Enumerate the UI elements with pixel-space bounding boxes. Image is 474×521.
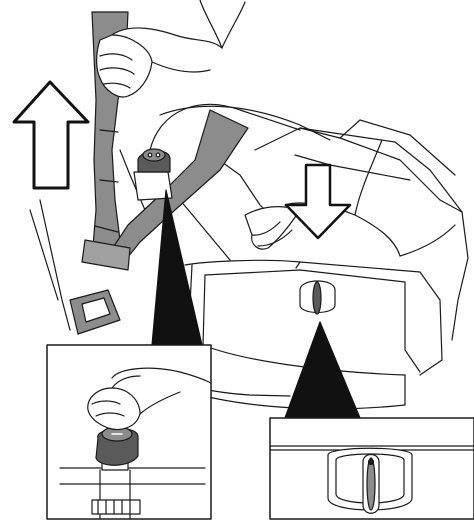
latch-detail-inset [270,418,474,519]
lid-latch [300,281,335,314]
strap-clip [70,290,120,334]
up-arrow-icon [14,82,88,188]
buckle-detail-inset [47,345,211,519]
latch-callout-pointer [285,322,360,418]
lower-hand [245,140,455,256]
